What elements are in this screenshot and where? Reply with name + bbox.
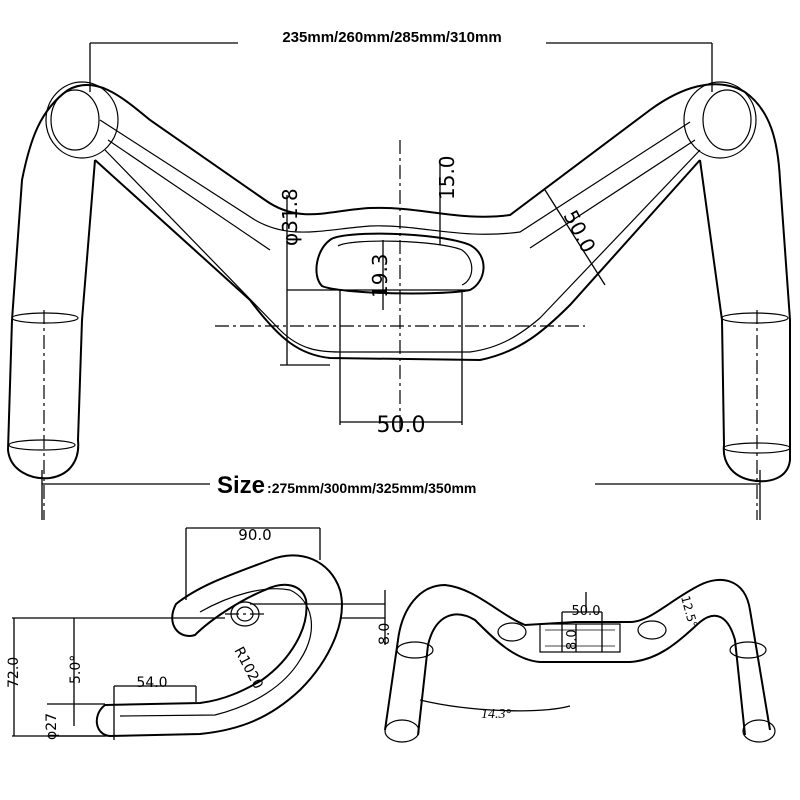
front-inner-outline	[417, 613, 746, 736]
left-drop-section-lower	[8, 439, 76, 451]
left-drop-section-upper	[11, 312, 79, 324]
left-drop	[6, 89, 96, 480]
drop-label: 72.0	[6, 657, 22, 688]
front-left-end	[384, 719, 420, 743]
clamp-diameter-label: φ31.8	[278, 188, 302, 246]
slot-height-label: 19.3	[368, 253, 392, 298]
size-label-bg	[210, 468, 595, 498]
front-flare-arc	[419, 699, 571, 712]
left-bend-end	[45, 81, 119, 159]
bar-top-inner-line	[99, 119, 691, 235]
flare-section-line	[544, 189, 606, 286]
front-right-end	[742, 719, 776, 743]
slot-width-label: 15.0	[435, 155, 459, 200]
front-clamp-section	[539, 623, 621, 653]
drop-profile-outline	[95, 554, 343, 738]
drop-profile-centerline	[119, 588, 313, 717]
side-view: 90.0 8.0 72.0 5.0° 54.0 R1020 φ27	[6, 526, 393, 740]
bar-mid-line	[107, 139, 696, 251]
flare-section-label: 50.0	[559, 206, 601, 257]
radius-label: R1020	[230, 644, 265, 692]
right-drop-section-upper	[721, 312, 789, 324]
width-label: 235mm/260mm/285mm/310mm	[282, 29, 501, 46]
right-drop	[699, 91, 791, 483]
size-label: Size:275mm/300mm/325mm/350mm	[217, 472, 476, 499]
top-view: 235mm/260mm/285mm/310mm φ31.8	[6, 27, 791, 520]
front-height-label: 8.0	[565, 629, 580, 650]
front-view: 50.0 8.0 12.5° 14.3°	[384, 578, 776, 743]
size-value: :275mm/300mm/325mm/350mm	[267, 480, 476, 496]
bar-inner-edge	[94, 159, 701, 362]
front-right-bend	[637, 620, 667, 640]
rise-label: 8.0	[377, 623, 393, 645]
size-prefix: Size	[217, 472, 265, 499]
left-bend-inner	[50, 89, 100, 151]
right-bend-end	[683, 81, 757, 159]
width-label-bg	[238, 27, 546, 47]
stem-clamp-slot	[315, 232, 485, 295]
reach-label: 90.0	[238, 526, 271, 544]
front-left-section	[396, 641, 434, 659]
front-left-bend	[497, 622, 527, 642]
right-bend-inner	[702, 89, 752, 151]
bar-outer-top-edge	[67, 83, 746, 218]
front-bend-angle-label: 12.5°	[678, 594, 700, 629]
front-right-section	[729, 641, 767, 659]
stem-clamp-slot-inner	[337, 240, 473, 286]
end-diameter-label: φ27	[44, 713, 60, 740]
angle-label: 5.0°	[68, 655, 84, 684]
clamp-width-label: 50.0	[377, 413, 426, 438]
bar-lower-line	[104, 149, 701, 353]
front-flare-label: 14.3°	[481, 707, 512, 722]
front-outer-outline	[384, 578, 771, 731]
front-width-label: 50.0	[572, 604, 601, 619]
flat-label: 54.0	[136, 675, 167, 691]
